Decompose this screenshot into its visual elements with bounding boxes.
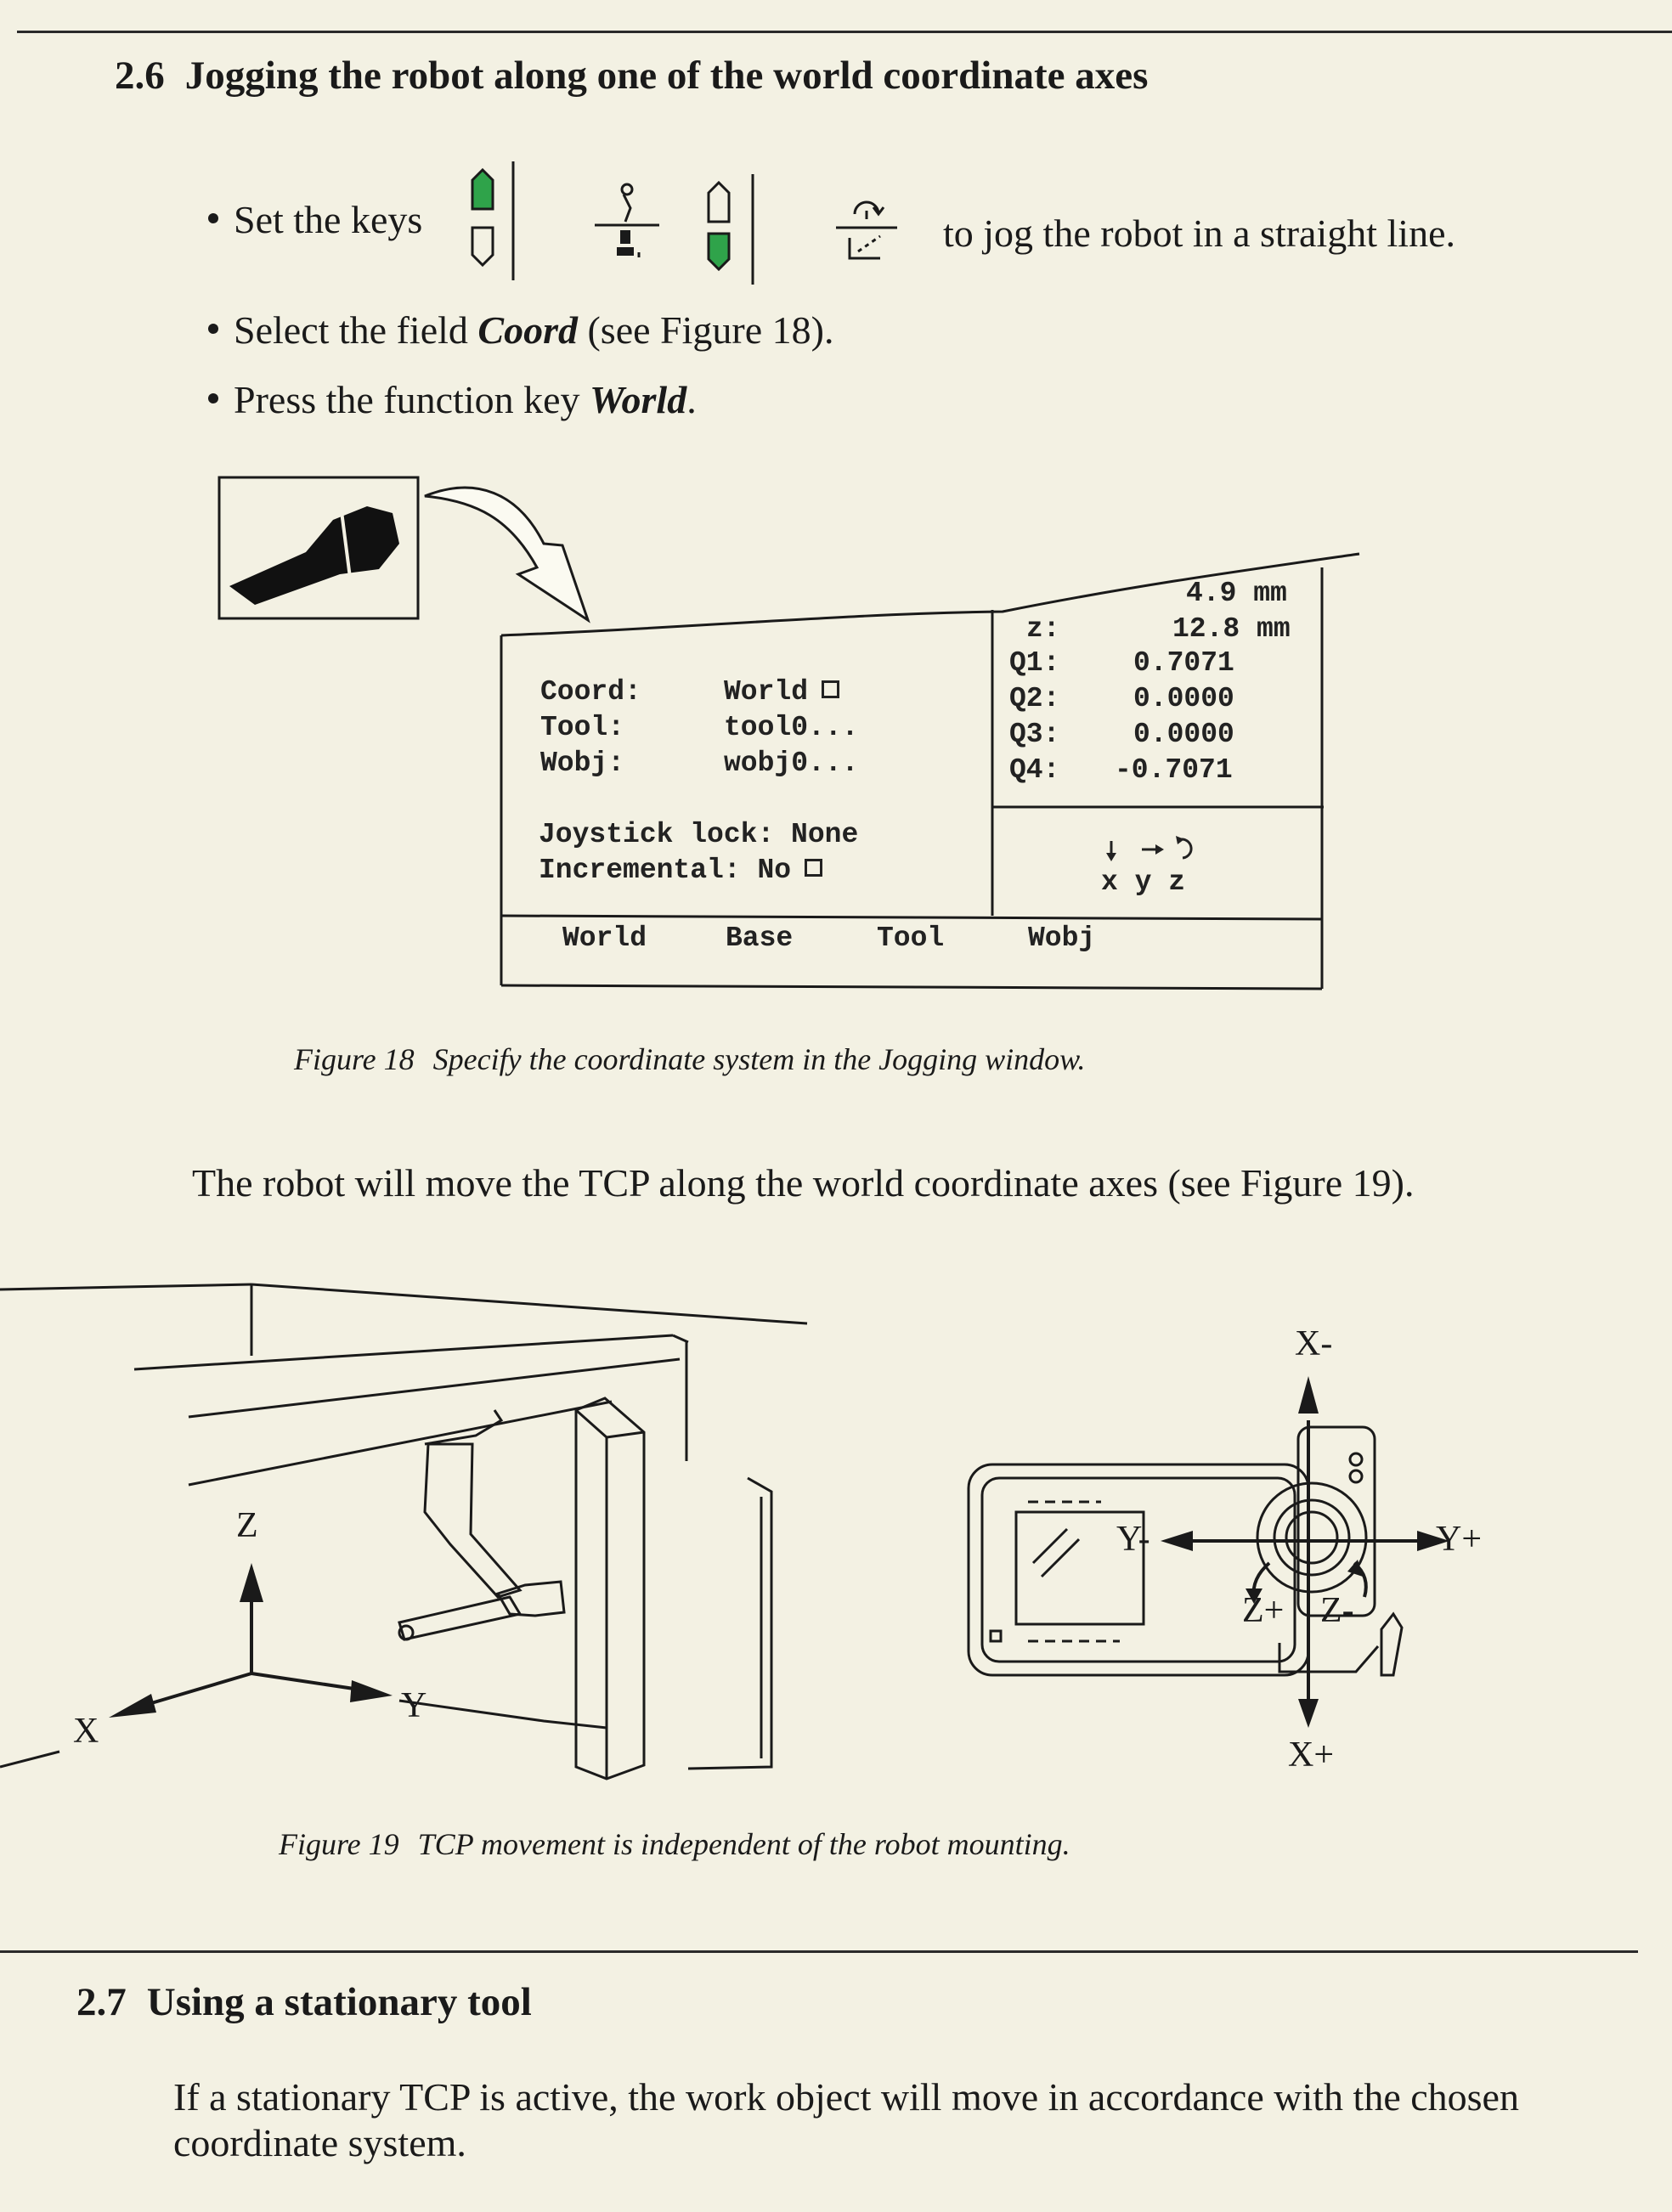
tool-value[interactable]: tool0... — [724, 712, 859, 743]
coord-field[interactable]: World — [724, 676, 840, 708]
z-value: 12.8 mm — [1172, 613, 1291, 645]
world-coordinate-axes — [109, 1563, 393, 1718]
pendant-label-y-plus: Y+ — [1436, 1520, 1483, 1559]
select-field-name: Coord — [477, 308, 578, 352]
figure-18-drawing — [217, 476, 1360, 990]
curved-arrow-icon — [424, 486, 590, 624]
joystick-axes-label: x y z — [1101, 866, 1186, 898]
section-number: 2.6 — [115, 54, 165, 98]
q2-value: 0.0000 — [1133, 683, 1234, 714]
section-number: 2.7 — [76, 1980, 127, 2024]
incremental-key-icon[interactable] — [836, 200, 897, 260]
incremental-field[interactable]: Incremental: No — [539, 855, 823, 886]
wobj-label: Wobj: — [540, 748, 625, 779]
figure-18-number: Figure 18 — [294, 1042, 415, 1076]
axis-label-x: X — [73, 1712, 99, 1751]
axis-label-z: Z — [236, 1506, 258, 1545]
axis-label-y: Y — [401, 1686, 427, 1725]
pendant-label-x-plus: X+ — [1288, 1735, 1335, 1775]
figure-18-text: Specify the coordinate system in the Jog… — [432, 1042, 1086, 1076]
figure-18-caption: Figure 18 Specify the coordinate system i… — [294, 1041, 1086, 1077]
q1-label: Q1: — [1009, 647, 1060, 679]
tool-label: Tool: — [540, 712, 625, 743]
pendant-label-z-minus: Z- — [1320, 1591, 1354, 1630]
pendant-label-y-minus: Y- — [1116, 1520, 1150, 1559]
top-rule — [17, 31, 1672, 33]
q3-label: Q3: — [1009, 719, 1060, 750]
bullet-select-field: Select the field Coord (see Figure 18). — [208, 308, 833, 353]
position-partial: 4.9 mm — [1186, 578, 1287, 609]
q1-value: 0.7071 — [1133, 647, 1234, 679]
robot-cell-illustration — [0, 1283, 808, 1780]
coord-label: Coord: — [540, 676, 641, 708]
bullet-press-key: Press the function key World. — [208, 377, 697, 422]
pendant-label-z-plus: Z+ — [1242, 1591, 1285, 1630]
set-keys-suffix-text: to jog the robot in a straight line. — [943, 212, 1456, 255]
function-key-tool[interactable]: Tool — [877, 923, 945, 954]
coord-value: World — [724, 676, 809, 708]
incremental-key — [833, 194, 901, 270]
function-key-wobj[interactable]: Wobj — [1028, 923, 1096, 954]
linear-motion-key-icon[interactable] — [595, 183, 659, 257]
teach-pendant-illustration — [967, 1425, 1404, 1677]
joystick-direction-arrows — [1106, 836, 1193, 861]
press-key-prefix: Press the function key — [234, 378, 590, 421]
bullet-dot — [208, 393, 218, 404]
pendant-label-x-minus: X- — [1295, 1324, 1333, 1363]
bullet-dot — [208, 324, 218, 335]
figure-19-caption: Figure 19 TCP movement is independent of … — [279, 1826, 1070, 1862]
function-key-world[interactable]: World — [562, 923, 647, 954]
motion-unit-robot-key-icon[interactable] — [471, 167, 494, 211]
motion-unit-external-key-icon[interactable] — [471, 226, 494, 268]
section-heading-2-6: 2.6 Jogging the robot along one of the wo… — [115, 53, 1148, 99]
incremental-text: Incremental: No — [539, 855, 792, 886]
pendant-axes — [1161, 1376, 1449, 1728]
axis-motion-key-icon[interactable] — [707, 180, 731, 272]
joystick-icon — [217, 476, 420, 620]
figure-19-number: Figure 19 — [279, 1827, 399, 1861]
bullet-dot — [208, 213, 218, 224]
body-paragraph: The robot will move the TCP along the wo… — [192, 1161, 1415, 1205]
section-2-7-rule — [0, 1950, 1638, 1953]
select-field-prefix: Select the field — [234, 308, 478, 352]
figure-19-text: TCP movement is independent of the robot… — [417, 1827, 1070, 1861]
set-keys-suffix: to jog the robot in a straight line. — [943, 211, 1455, 256]
motion-type-keys — [591, 174, 761, 293]
q2-label: Q2: — [1009, 683, 1060, 714]
select-field-suffix: (see Figure 18). — [577, 308, 834, 352]
motion-unit-keys — [466, 161, 527, 280]
section-heading-2-7: 2.7 Using a stationary tool — [76, 1979, 532, 2025]
section-title: Jogging the robot along one of the world… — [184, 54, 1149, 98]
q4-value: -0.7071 — [1115, 754, 1233, 786]
wobj-value[interactable]: wobj0... — [724, 748, 859, 779]
q4-label: Q4: — [1009, 754, 1060, 786]
section-2-7-paragraph: If a stationary TCP is active, the work … — [173, 2075, 1519, 2164]
set-keys-text: Set the keys — [234, 198, 423, 241]
function-key-base[interactable]: Base — [726, 923, 794, 954]
press-key-suffix: . — [686, 378, 697, 421]
section-title: Using a stationary tool — [146, 1980, 532, 2024]
coord-checkbox[interactable] — [822, 680, 840, 698]
jogging-window-frame — [500, 552, 1360, 990]
joystick-lock[interactable]: Joystick lock: None — [539, 819, 859, 850]
z-label: z: — [1026, 613, 1060, 645]
bullet-set-keys: Set the keys — [208, 197, 422, 242]
incremental-checkbox[interactable] — [805, 858, 823, 877]
q3-value: 0.0000 — [1133, 719, 1234, 750]
press-key-name: World — [590, 378, 687, 421]
